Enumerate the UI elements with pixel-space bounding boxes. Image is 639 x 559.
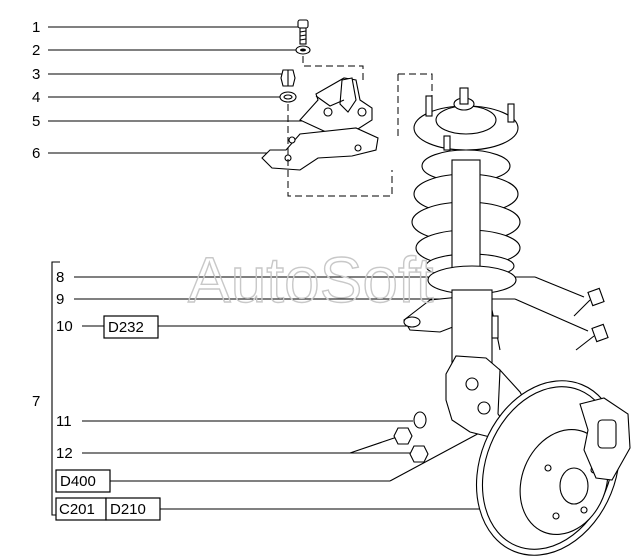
callout-3[interactable]: 3 xyxy=(32,66,283,83)
washer-11-nuts-12 xyxy=(393,411,429,463)
callout-12-label: 12 xyxy=(56,445,73,462)
nut-part-3 xyxy=(280,69,296,87)
ref-d232-label: D232 xyxy=(108,319,144,336)
callout-8-label: 8 xyxy=(56,269,64,286)
callout-6-label: 6 xyxy=(32,145,40,162)
ref-d210-label: D210 xyxy=(110,501,146,518)
callout-4-label: 4 xyxy=(32,89,40,106)
callout-5[interactable]: 5 xyxy=(32,113,313,130)
ref-c201-box[interactable]: C201 xyxy=(55,497,107,521)
callout-11[interactable]: 11 xyxy=(56,413,413,430)
callout-11-label: 11 xyxy=(56,413,72,430)
callout-1-label: 1 xyxy=(32,19,40,36)
coil-spring xyxy=(411,149,521,279)
bracket-part-5 xyxy=(299,77,373,135)
ref-d400-box[interactable]: D400 xyxy=(55,469,111,493)
callout-3-label: 3 xyxy=(32,66,40,83)
bolt-part-1 xyxy=(297,19,309,45)
ref-d232-box[interactable]: D232 xyxy=(103,315,159,339)
mounting-bolts-8-9 xyxy=(573,287,609,351)
ref-d400[interactable]: D400 xyxy=(55,422,499,493)
callout-10-label: 10 xyxy=(56,318,73,335)
callout-2-label: 2 xyxy=(32,42,40,59)
ref-c201-label: C201 xyxy=(59,501,95,518)
callout-2[interactable]: 2 xyxy=(32,42,300,59)
watermark-text: AutoSoft xyxy=(188,244,434,316)
strut-top-mount xyxy=(413,87,519,151)
washer-part-2 xyxy=(295,45,311,55)
callout-5-label: 5 xyxy=(32,113,40,130)
callout-10[interactable]: 10 D232 xyxy=(56,315,420,339)
callout-12[interactable]: 12 xyxy=(56,435,414,462)
callout-6[interactable]: 6 xyxy=(32,145,270,162)
ref-d400-label: D400 xyxy=(60,473,96,490)
assembly-guides xyxy=(287,56,433,197)
washer-part-4 xyxy=(279,91,297,103)
callout-4[interactable]: 4 xyxy=(32,89,282,106)
callout-9-label: 9 xyxy=(56,291,64,308)
callout-1[interactable]: 1 xyxy=(32,19,300,36)
callout-7-label: 7 xyxy=(32,393,40,410)
plate-part-6 xyxy=(261,127,379,171)
brake-caliper xyxy=(579,397,631,481)
ref-d210-box[interactable]: D210 xyxy=(105,497,161,521)
ref-c201-d210[interactable]: C201 D210 xyxy=(55,497,480,521)
